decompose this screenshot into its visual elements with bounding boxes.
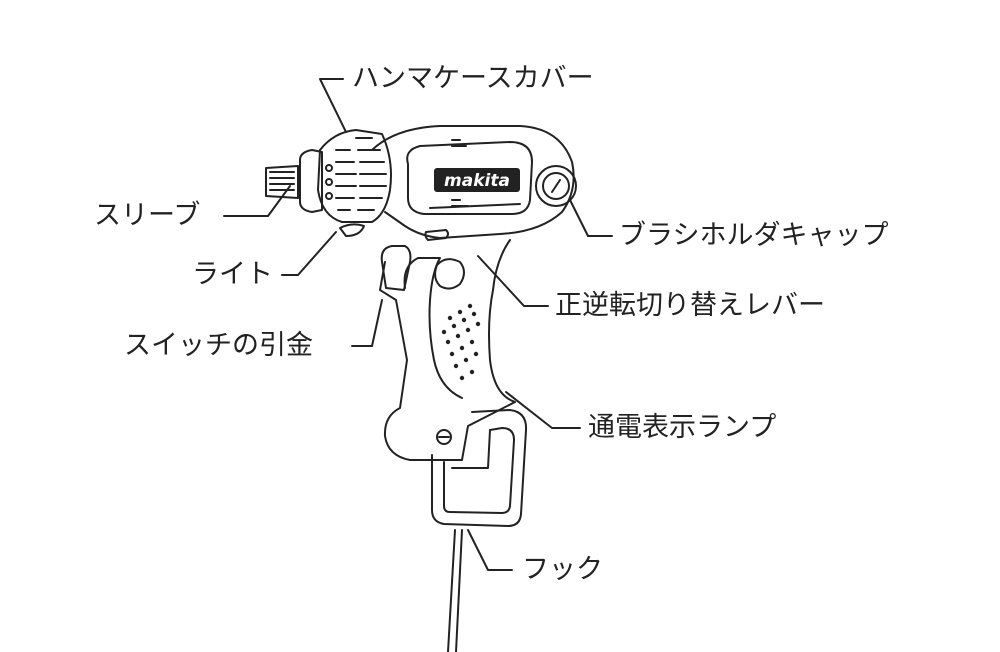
light bbox=[339, 223, 365, 237]
trigger bbox=[380, 245, 412, 291]
label-brush-holder-cap: ブラシホルダキャップ bbox=[619, 220, 889, 251]
grip-body bbox=[379, 239, 516, 461]
label-hammer-case-cover: ハンマケースカバー bbox=[352, 63, 594, 94]
power-cord bbox=[447, 529, 463, 652]
grip-dimples bbox=[441, 303, 481, 381]
brush-holder-cap bbox=[535, 165, 577, 207]
label-light: ライト bbox=[192, 259, 273, 290]
label-reversing-lever: 正逆転切り替えレバー bbox=[555, 290, 825, 321]
motor-housing bbox=[371, 125, 575, 239]
belt-hook bbox=[431, 409, 528, 527]
leader-lines bbox=[223, 78, 613, 571]
label-switch-trigger: スイッチの引金 bbox=[124, 330, 313, 361]
label-power-lamp: 通電表示ランプ bbox=[588, 412, 777, 443]
sleeve bbox=[265, 149, 333, 213]
makita-logo: makita bbox=[434, 168, 520, 192]
brand-logo-text: makita bbox=[444, 171, 510, 191]
label-sleeve: スリーブ bbox=[94, 200, 201, 231]
label-hook: フック bbox=[522, 554, 603, 585]
reversing-lever bbox=[424, 229, 449, 241]
